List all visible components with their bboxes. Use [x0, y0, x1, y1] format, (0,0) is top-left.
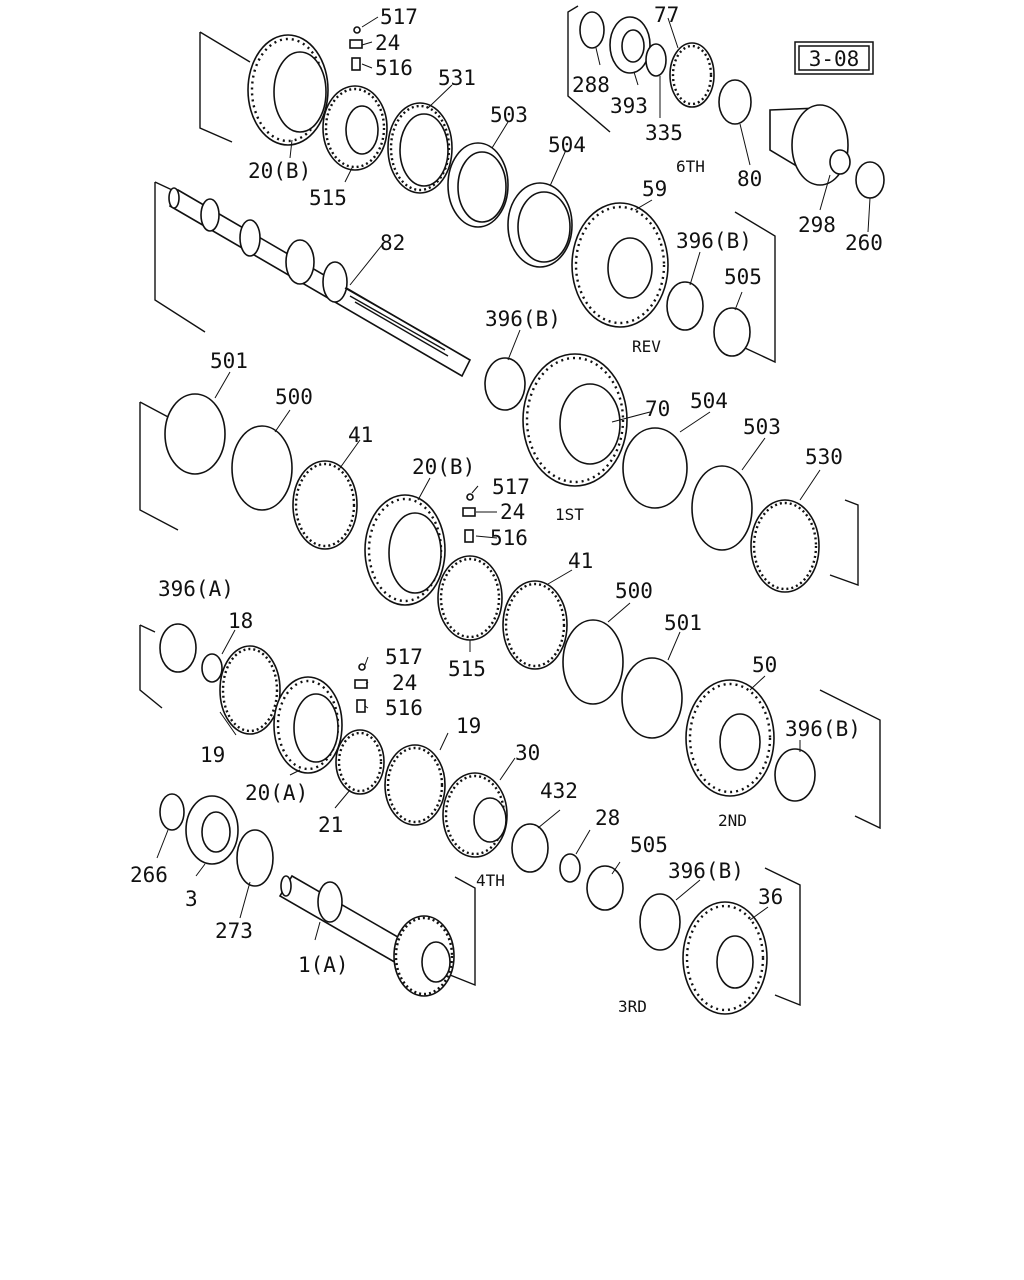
gear-label-6th: 6TH — [676, 157, 705, 176]
label-59: 59 — [642, 177, 667, 201]
label-19-right: 19 — [456, 714, 481, 738]
label-505-low: 505 — [630, 833, 668, 857]
label-516: 516 — [375, 56, 413, 80]
label-3: 3 — [185, 887, 198, 911]
label-77: 77 — [654, 3, 679, 27]
label-24-mid: 24 — [500, 500, 525, 524]
label-503: 503 — [490, 103, 528, 127]
label-298: 298 — [798, 213, 836, 237]
main-shaft — [168, 187, 472, 378]
label-20b-mid: 20(B) — [412, 455, 475, 479]
label-21: 21 — [318, 813, 343, 837]
gear-label-4th: 4TH — [476, 871, 505, 890]
label-504-right: 504 — [690, 389, 728, 413]
label-517: 517 — [380, 5, 418, 29]
input-shaft — [278, 874, 455, 997]
label-396a: 396(A) — [158, 577, 234, 601]
label-288: 288 — [572, 73, 610, 97]
label-501-mid: 501 — [664, 611, 702, 635]
reference-box: 3-08 — [794, 41, 874, 75]
label-500-mid: 500 — [615, 579, 653, 603]
label-530: 530 — [805, 445, 843, 469]
label-41: 41 — [348, 423, 373, 447]
label-50: 50 — [752, 653, 777, 677]
label-30: 30 — [515, 741, 540, 765]
label-516-mid: 516 — [490, 526, 528, 550]
label-18: 18 — [228, 609, 253, 633]
label-28: 28 — [595, 806, 620, 830]
gear-labels: 6TH REV 1ST 2ND 4TH 3RD — [476, 157, 747, 1016]
label-517-mid: 517 — [492, 475, 530, 499]
label-504: 504 — [548, 133, 586, 157]
label-80: 80 — [737, 167, 762, 191]
label-36: 36 — [758, 885, 783, 909]
label-505-top: 505 — [724, 265, 762, 289]
label-20a: 20(A) — [245, 781, 308, 805]
label-396b-top: 396(B) — [676, 229, 752, 253]
label-531: 531 — [438, 66, 476, 90]
label-515-mid: 515 — [448, 657, 486, 681]
gear-label-1st: 1ST — [555, 505, 584, 524]
label-396b-low: 396(B) — [785, 717, 861, 741]
label-82: 82 — [380, 231, 405, 255]
label-266: 266 — [130, 863, 168, 887]
label-517-low: 517 — [385, 645, 423, 669]
label-396b-bottom: 396(B) — [668, 859, 744, 883]
part-labels: 517 24 516 531 20(B) 515 503 504 288 393… — [130, 3, 883, 977]
label-41-mid: 41 — [568, 549, 593, 573]
gear-label-2nd: 2ND — [718, 811, 747, 830]
group-brackets — [139, 5, 881, 1007]
label-516-low: 516 — [385, 696, 423, 720]
label-500: 500 — [275, 385, 313, 409]
label-503-right: 503 — [743, 415, 781, 439]
label-70: 70 — [645, 397, 670, 421]
label-396b-mid: 396(B) — [485, 307, 561, 331]
label-1a: 1(A) — [298, 953, 349, 977]
label-24: 24 — [375, 31, 400, 55]
label-432: 432 — [540, 779, 578, 803]
label-501: 501 — [210, 349, 248, 373]
label-19-left: 19 — [200, 743, 225, 767]
label-260: 260 — [845, 231, 883, 255]
gear-label-3rd: 3RD — [618, 997, 647, 1016]
label-393: 393 — [610, 94, 648, 118]
leader-lines — [156, 16, 871, 941]
label-24-low: 24 — [392, 671, 417, 695]
label-335: 335 — [645, 121, 683, 145]
gear-label-rev: REV — [632, 337, 661, 356]
label-515: 515 — [309, 186, 347, 210]
label-273: 273 — [215, 919, 253, 943]
label-20b: 20(B) — [248, 159, 311, 183]
reference-box-label: 3-08 — [809, 47, 860, 71]
parts-shapes — [159, 11, 885, 1015]
